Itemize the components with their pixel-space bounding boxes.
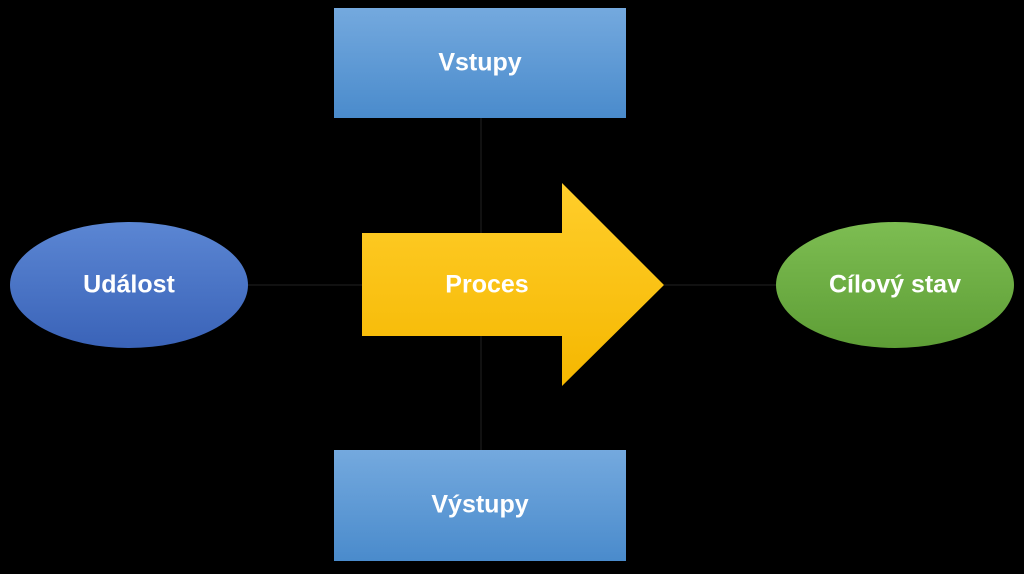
event-node: Událost — [10, 222, 248, 348]
connectors — [248, 118, 776, 450]
event-ellipse — [10, 222, 248, 348]
inputs-node: Vstupy — [334, 8, 626, 118]
process-node: Proces — [362, 183, 664, 386]
inputs-label: Vstupy — [438, 49, 521, 77]
inputs-box — [334, 8, 626, 118]
goal-node: Cílový stav — [776, 222, 1014, 348]
process-arrow — [362, 183, 664, 386]
outputs-node: Výstupy — [334, 450, 626, 561]
outputs-box — [334, 450, 626, 561]
goal-label: Cílový stav — [829, 271, 961, 299]
goal-ellipse — [776, 222, 1014, 348]
outputs-label: Výstupy — [431, 491, 528, 519]
process-label: Proces — [445, 271, 528, 299]
event-label: Událost — [83, 271, 175, 299]
